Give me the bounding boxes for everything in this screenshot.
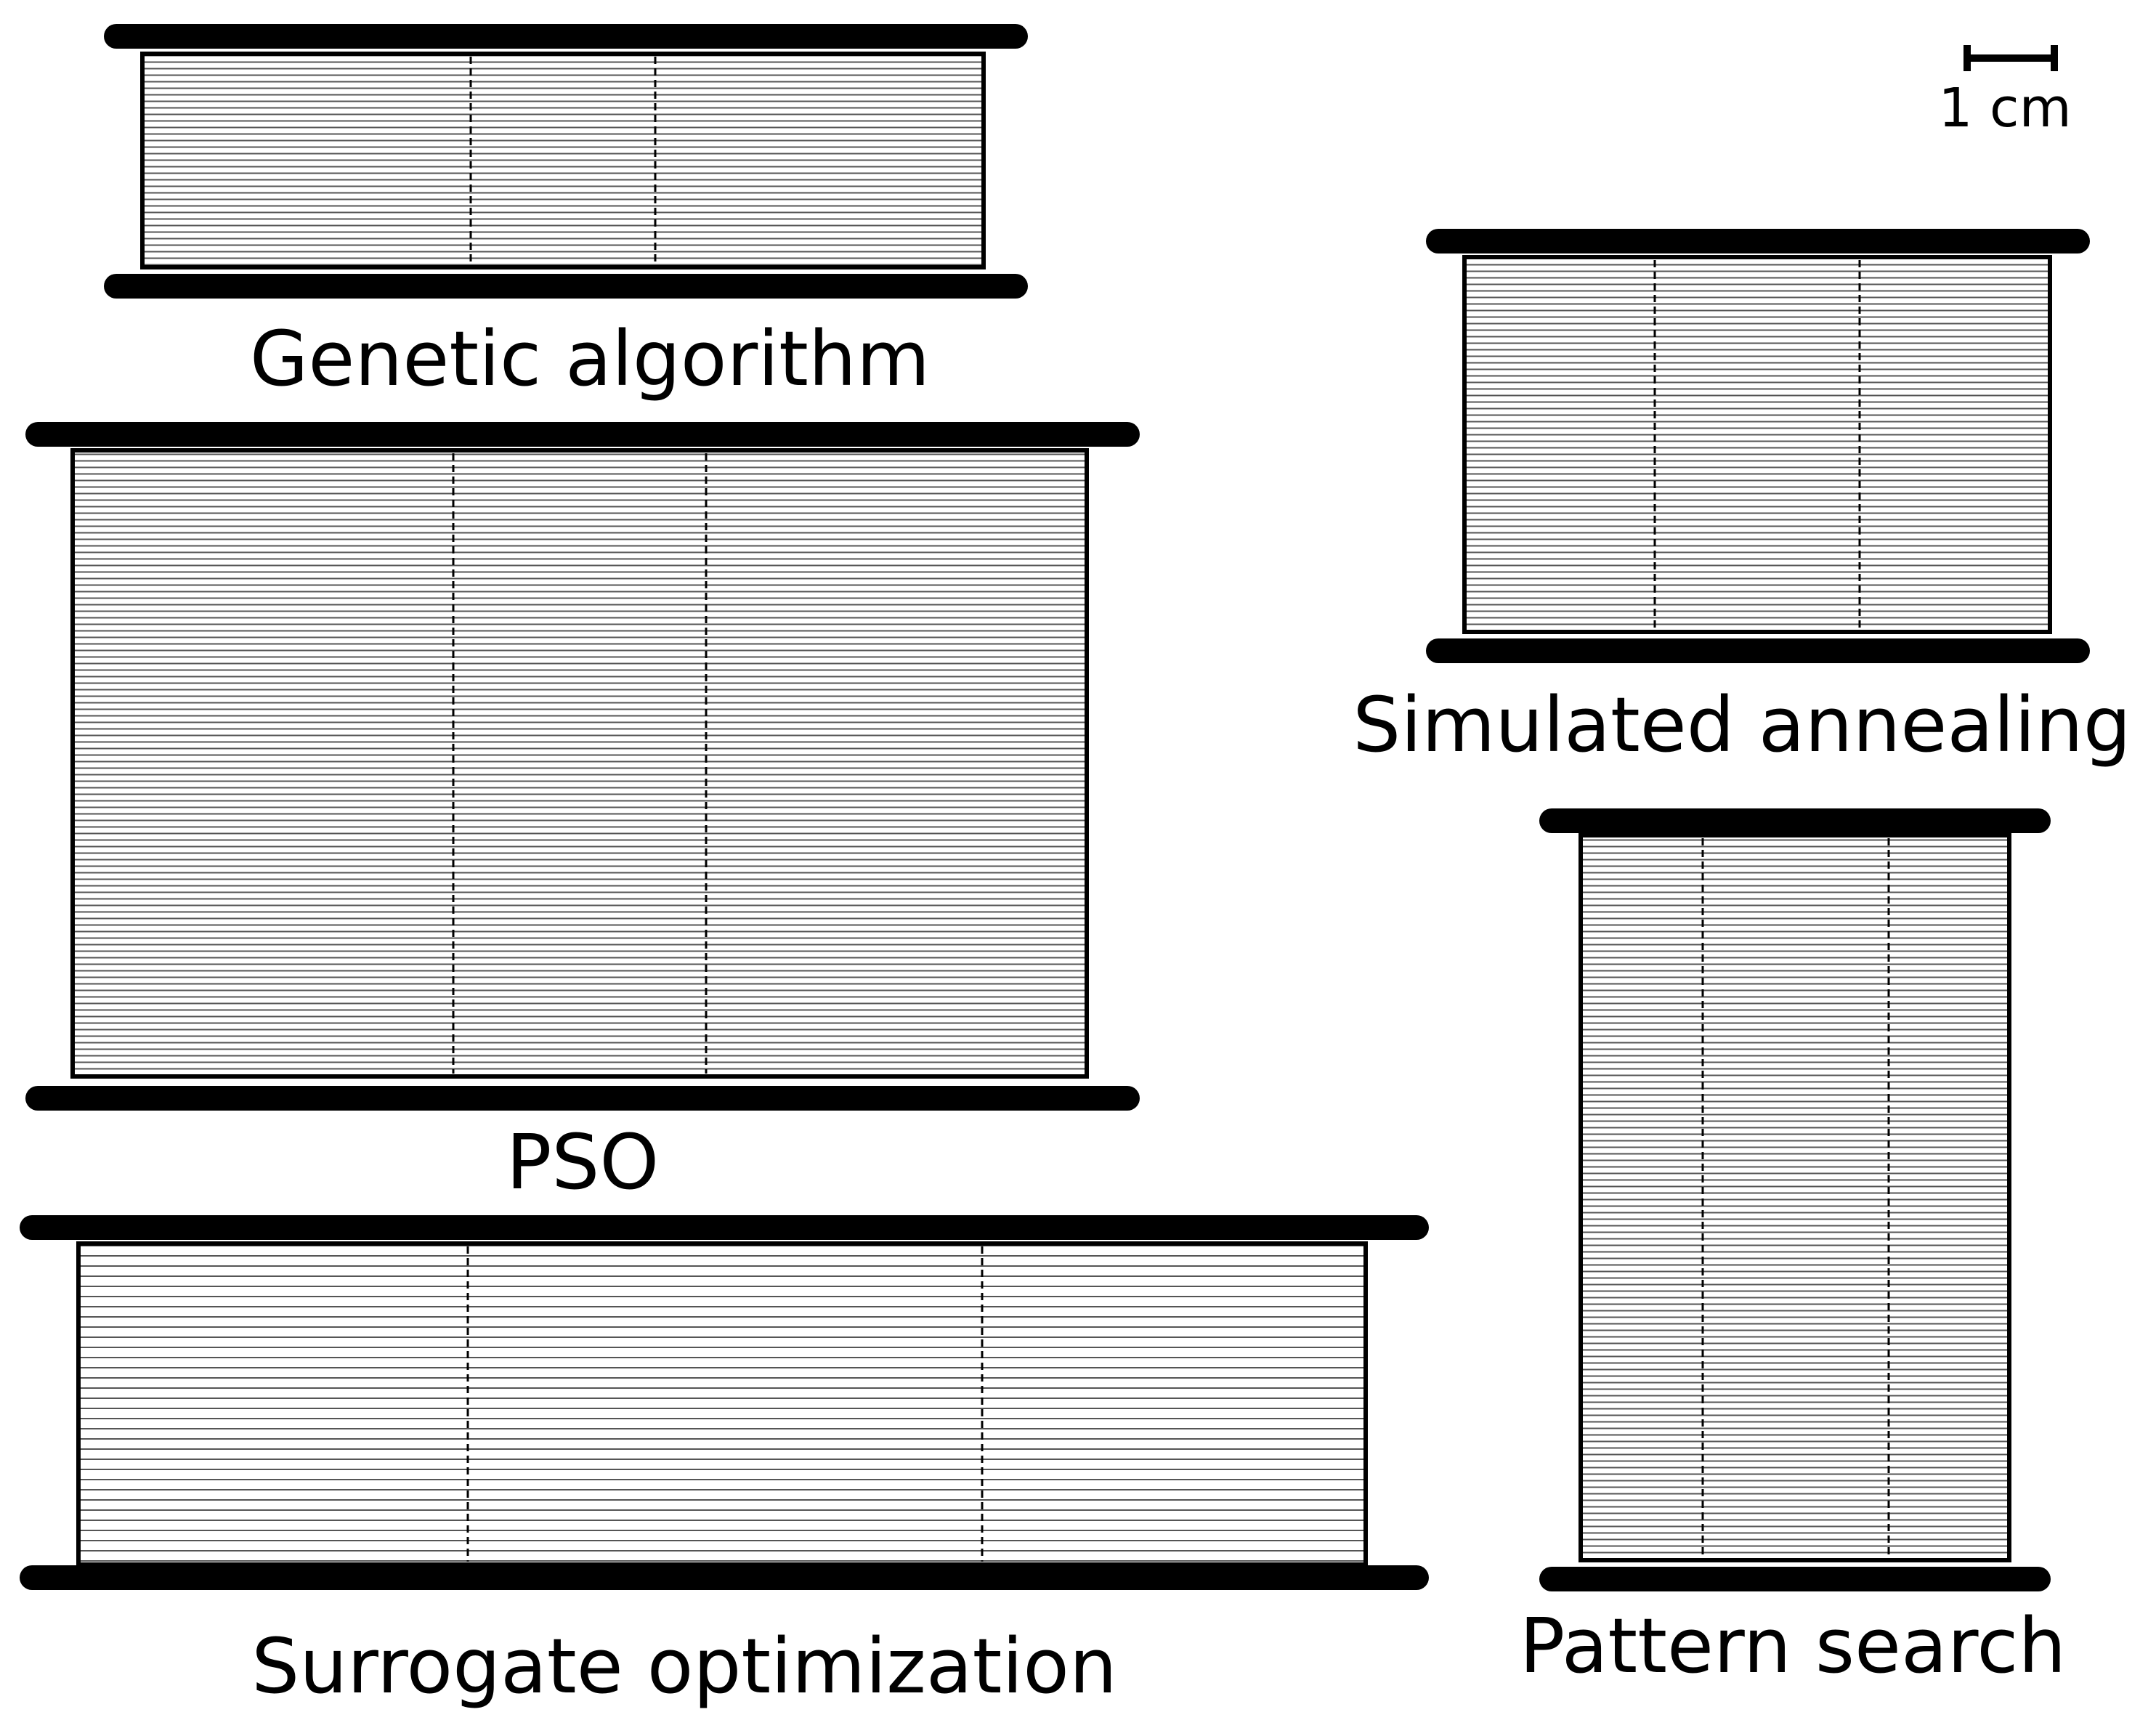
panel-label: Simulated annealing (1353, 681, 2131, 769)
coil-winding (1578, 833, 2011, 1562)
panel-label: Pattern search (1520, 1602, 2067, 1690)
coil-winding (76, 1241, 1368, 1567)
coil-winding (1462, 255, 2052, 634)
scale-bar: 1 cm (1938, 45, 2072, 139)
coil-winding (70, 448, 1089, 1079)
panel-simulated-annealing: Simulated annealing (1353, 229, 2131, 769)
panel-label: Genetic algorithm (250, 315, 930, 403)
scale-bar-label: 1 cm (1938, 77, 2071, 139)
panel-label: Surrogate optimization (251, 1622, 1117, 1711)
panel-pso: PSO (25, 422, 1140, 1206)
panel-pattern-search: Pattern search (1520, 808, 2067, 1690)
panel-surrogate-optimization: Surrogate optimization (20, 1215, 1429, 1711)
panel-genetic-algorithm: Genetic algorithm (104, 24, 1028, 403)
panel-label: PSO (506, 1118, 660, 1206)
coil-winding (140, 52, 986, 269)
